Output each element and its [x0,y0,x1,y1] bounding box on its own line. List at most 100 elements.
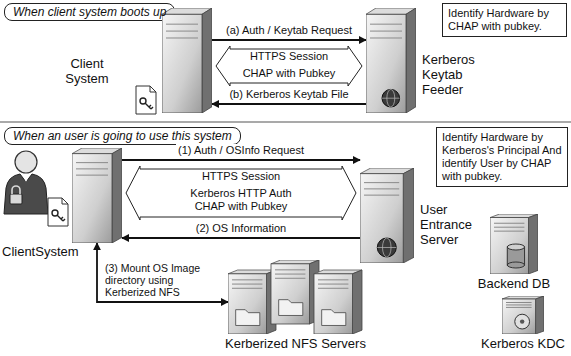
node-text: CHAP with Pubkey [226,67,352,80]
drive-bay [494,227,524,228]
folder-icon [279,300,303,316]
node-text: When client system boots up [13,5,166,19]
connector-arrow [212,103,366,105]
server-front [490,218,528,274]
session-arrow: CHAP with PubkeyKerberos HTTP Auth [140,183,342,216]
session-arrow: CHAP with Pubkey [226,65,352,82]
server-icon: Backend DB [490,214,538,274]
server-icon: Client System [162,8,212,113]
drive-bay [370,31,402,32]
server-icon: User Entrance Server [360,168,414,263]
server-side [352,270,362,334]
file-sheet [48,198,68,226]
server-front [502,299,536,334]
node-text: Kerberized NFS Servers [208,336,383,351]
drive-bay [318,284,348,285]
section-label: When client system boots up [4,3,175,21]
drive-bay [318,288,348,289]
drive-bay [76,175,108,176]
server-drawing [490,214,538,274]
node-text: Identify Hardware by Kerberos's Principa… [442,131,562,183]
connector-arrow [122,159,360,161]
drive-bay [232,279,262,280]
edge-label: (1) Auth / OSInfo Request [176,144,306,157]
file-fold [62,198,68,204]
session-arrow: CHAP with PubkeyHTTPS Session [216,46,362,86]
key-blade [57,215,65,221]
database-bottom [507,262,524,268]
node-text: Kerberos Keytab Feeder [422,52,484,97]
drive-bay [370,37,402,38]
connector-arrow [97,243,228,302]
node-text: User Entrance Server [420,202,484,247]
node-text: Backend DB [470,276,558,291]
server-tower [162,8,212,113]
note-box: Identify Hardware by Kerberos's Principa… [436,127,568,187]
drive-bay [506,307,532,308]
section-label: When an user is going to use this system [4,127,241,145]
server-tower [490,214,538,274]
keytab-file-icon [136,86,156,114]
server-tower [228,270,276,334]
node-text: CHAP with Pubkey [152,200,330,213]
drive-bay [166,31,198,32]
globe-equator [382,98,400,99]
user-collar [23,175,29,182]
node-text: HTTPS Session [126,170,356,183]
folder-icon [322,310,346,326]
server-tower [72,148,122,243]
server-tower [314,270,362,334]
double-arrow-outline [126,166,356,220]
server-tower [271,260,319,324]
server-drawing [360,168,414,263]
connector-arrow [122,237,360,239]
server-side [112,148,122,243]
user-head [15,151,37,173]
server-icon: Kerberos Keytab Feeder [366,8,416,113]
node-text: ClientSystem [2,244,94,259]
server-drawing [228,260,363,334]
server-front [314,274,352,334]
disc-hub [520,319,524,323]
drive-bay [275,274,305,275]
server-icon: ClientSystem [72,148,122,243]
file-fold [150,86,156,92]
globe-icon [382,89,400,107]
user-icon [4,151,48,214]
server-front [366,14,406,113]
server-front [271,264,309,324]
drive-bay [318,279,348,280]
node-text: Kerberos HTTP Auth [140,187,342,200]
edge-label: (3) Mount OS Image directory using Kerbe… [103,262,227,298]
drive-bay [166,37,198,38]
server-front [360,174,403,263]
server-drawing [162,8,212,113]
section-divider [0,121,571,122]
key-blade [145,103,153,109]
database-top [507,244,524,250]
double-arrow-outline [216,46,362,86]
server-side [202,8,212,113]
server-side [406,8,416,113]
node-text: Identify Hardware by CHAP with pubkey. [448,7,561,33]
server-front [72,154,112,243]
drive-bay [506,302,532,303]
drive-bay [232,284,262,285]
note-box: Identify Hardware by CHAP with pubkey. [442,3,567,37]
server-side [536,296,544,334]
drive-bay [364,188,399,189]
drive-bay [76,162,108,163]
keytab-file-icon [48,198,68,226]
edge-label: (2) OS Information [194,222,288,235]
disc-icon [515,314,530,329]
server-front [228,274,266,334]
server-tower [360,168,414,263]
server-side [403,168,414,263]
server-tower [366,8,416,113]
connector-arrow [212,39,366,41]
drive-bay [364,182,399,183]
globe-equator [377,247,396,248]
lock-icon [10,194,22,204]
drive-bay [166,24,198,25]
session-arrow: CHAP with PubkeyKerberos HTTP AuthHTTPS … [126,166,356,220]
